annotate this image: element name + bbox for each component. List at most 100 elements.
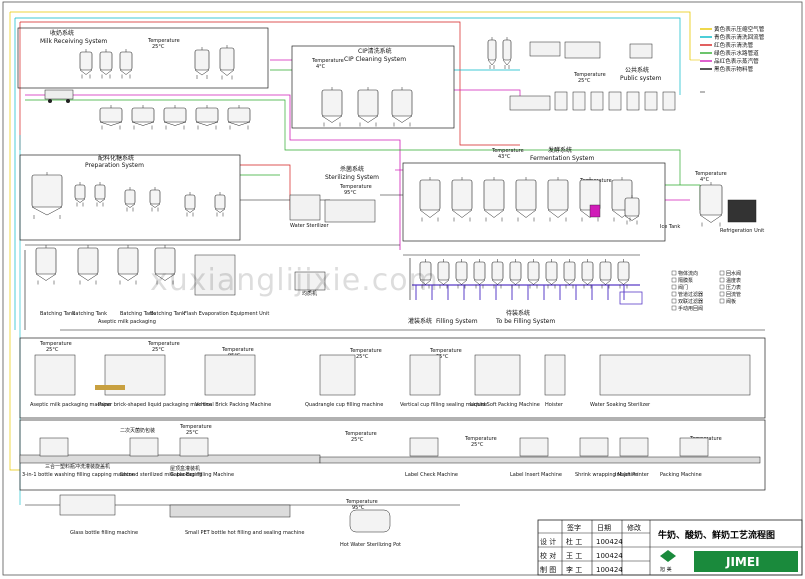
symbol-icon <box>671 305 677 311</box>
air-tank <box>487 37 497 69</box>
title-block: 签字 日期 修改 设 计 杜 工 100424 校 对 王 工 100424 制… <box>537 519 803 576</box>
water-sterilizer-label: Water Sterilizer <box>290 223 330 229</box>
filling-buffer-tank <box>545 259 558 289</box>
header-date: 日期 <box>597 524 611 532</box>
packaging-machine <box>679 437 709 457</box>
cold-storage-tank <box>131 105 155 130</box>
sterilizing-title-en: Sterilizing System <box>325 174 379 181</box>
drawing-title: 牛奶、酸奶、鲜奶工艺流程图 <box>658 529 775 541</box>
filling-buffer-tank <box>437 259 450 289</box>
symbol-label: 阀门 <box>678 284 688 291</box>
pipe-line <box>25 99 681 185</box>
homogenizer <box>294 271 326 291</box>
truck-wheel <box>48 99 52 103</box>
water-treatment-unit <box>662 91 676 111</box>
fermentation-tank <box>419 177 441 222</box>
symbol-icon <box>719 298 725 304</box>
machine-caption: 三合一塑料瓶冲洗灌装旋盖机 <box>45 463 110 470</box>
role-design: 设 计 <box>540 537 556 546</box>
temperature-label: Temperature <box>694 171 727 177</box>
milk-receiving-title-en: Milk Receiving System <box>40 38 107 45</box>
mixing-tank <box>124 187 136 212</box>
filling-machine <box>204 354 256 396</box>
filling-row-1-frame <box>19 337 766 419</box>
cip-tank <box>321 87 343 127</box>
machine-caption: Vertical Brick Packing Machine <box>195 402 271 408</box>
refrigeration-label: Refrigeration Unit <box>720 228 764 234</box>
filling-buffer-tank <box>491 259 504 289</box>
symbol-icon <box>719 291 725 297</box>
symbol-icon <box>671 270 677 276</box>
machine-caption: Paper brick-shaped liquid packaging mach… <box>98 402 212 408</box>
machine-caption: Hot Water Sterilizing Pot <box>340 542 401 548</box>
mixing-tank <box>149 187 161 212</box>
machine-caption: Label Insert Machine <box>510 472 562 478</box>
cip-title-cn: CIP清洗系统 <box>358 47 392 55</box>
temperature-label: Temperature <box>311 58 344 64</box>
temperature-value: 25°C <box>578 78 591 84</box>
machine-caption: Liquid Soft Packing Machine <box>470 402 540 408</box>
machine-caption: Vertical cup filling sealing machine <box>400 402 487 408</box>
batching-tank-label: Batching Tank <box>150 311 185 317</box>
temperature-label: Temperature <box>429 348 462 354</box>
machine-caption: Label Check Machine <box>405 472 458 478</box>
cip-title-en: CIP Cleaning System <box>344 56 406 63</box>
symbol-label: 手动用回阀 <box>678 305 703 312</box>
header-revision: 修改 <box>627 523 641 532</box>
temperature-label: Temperature <box>349 348 382 354</box>
cip-tank <box>357 87 379 127</box>
packaging-machine <box>579 437 609 457</box>
to-be-filling-title-en: To be Filling System <box>495 318 555 325</box>
filling-buffer-tank <box>473 259 486 289</box>
compressor <box>529 41 561 57</box>
temperature-value: 43°C <box>498 154 511 160</box>
receiving-tank <box>194 47 210 79</box>
pet-hot-filler <box>169 504 291 518</box>
temperature-value: 25°C <box>436 354 449 360</box>
machine-caption: Packing Machine <box>660 472 702 478</box>
temperature-label: Temperature <box>491 148 524 154</box>
symbol-icon <box>671 291 677 297</box>
water-treatment-unit <box>626 91 640 111</box>
role-check: 校 对 <box>540 551 556 560</box>
temperature-label: Temperature <box>179 424 212 430</box>
water-treatment-unit <box>572 91 586 111</box>
temperature-label: Temperature <box>147 341 180 347</box>
batching-tank-label: Batching Tank <box>120 311 155 317</box>
symbol-icon <box>671 298 677 304</box>
header-signature: 签字 <box>567 523 581 532</box>
legend-item: 黄色表示压缩空气管 <box>714 25 765 33</box>
fermentation-title-cn: 发酵系统 <box>548 146 572 154</box>
ice-water-tank <box>624 195 640 225</box>
water-treatment-unit <box>554 91 568 111</box>
date-draw: 100424 <box>596 566 623 574</box>
brand-name: JIMEI <box>725 555 760 569</box>
machine-caption: Shrink wrapping Machine <box>575 472 638 478</box>
air-tank <box>502 37 512 69</box>
filling-buffer-tank <box>581 259 594 289</box>
cold-storage-tank <box>195 105 219 130</box>
equipment-layer <box>19 37 761 533</box>
symbol-icon <box>719 277 725 283</box>
pipe-line <box>10 11 691 60</box>
machine-caption: Aseptic milk packaging machine <box>30 402 111 408</box>
truck-wheel <box>66 99 70 103</box>
symbol-label: 回水阀 <box>726 270 741 277</box>
symbol-label: 物体流向 <box>678 270 698 277</box>
fermentation-tank <box>547 177 569 222</box>
receiving-tank <box>79 49 93 79</box>
filling-buffer-tank <box>599 259 612 289</box>
batching-tank-label: Batching Tank <box>40 311 75 317</box>
filling-buffer-tank <box>527 259 540 289</box>
hot-water-sterilizing-pot <box>349 509 391 533</box>
receiving-tank <box>99 49 113 79</box>
filling-buffer-tank <box>563 259 576 289</box>
machine-caption: Hoister <box>545 402 564 408</box>
public-title-cn: 公共系统 <box>625 66 649 74</box>
temperature-value: 95°C <box>352 505 365 511</box>
ice-tank-label: Ice Tank <box>660 224 680 230</box>
